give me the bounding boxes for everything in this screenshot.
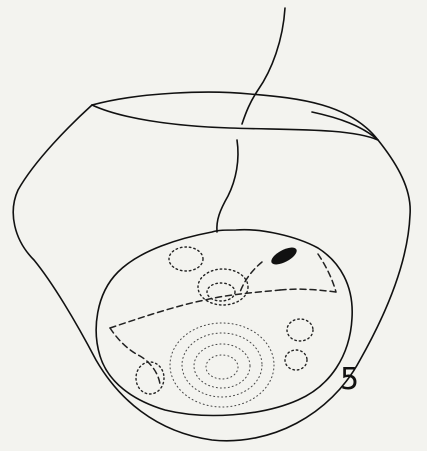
collar-rim-back (92, 92, 378, 140)
flagellum-lower (217, 140, 238, 232)
nucleus-outline (170, 323, 274, 407)
nucleus-stipple-2 (194, 344, 250, 388)
dashed-line-right-diag (280, 289, 336, 292)
vacuole-left-lower (136, 362, 164, 394)
dashed-line-left-down (110, 328, 160, 384)
figure-number-label: 5 (340, 365, 359, 395)
vacuole-right-lower (285, 350, 307, 370)
dashed-line-upper (110, 290, 280, 328)
vacuole-top-left (169, 247, 203, 271)
flagellum (242, 8, 285, 124)
stigma-eyespot (269, 244, 299, 268)
nucleus-stipple-3 (206, 355, 238, 379)
dashed-line-from-stigma (240, 262, 262, 292)
collar-rim-front (92, 105, 378, 140)
vacuole-right-upper (287, 319, 313, 341)
